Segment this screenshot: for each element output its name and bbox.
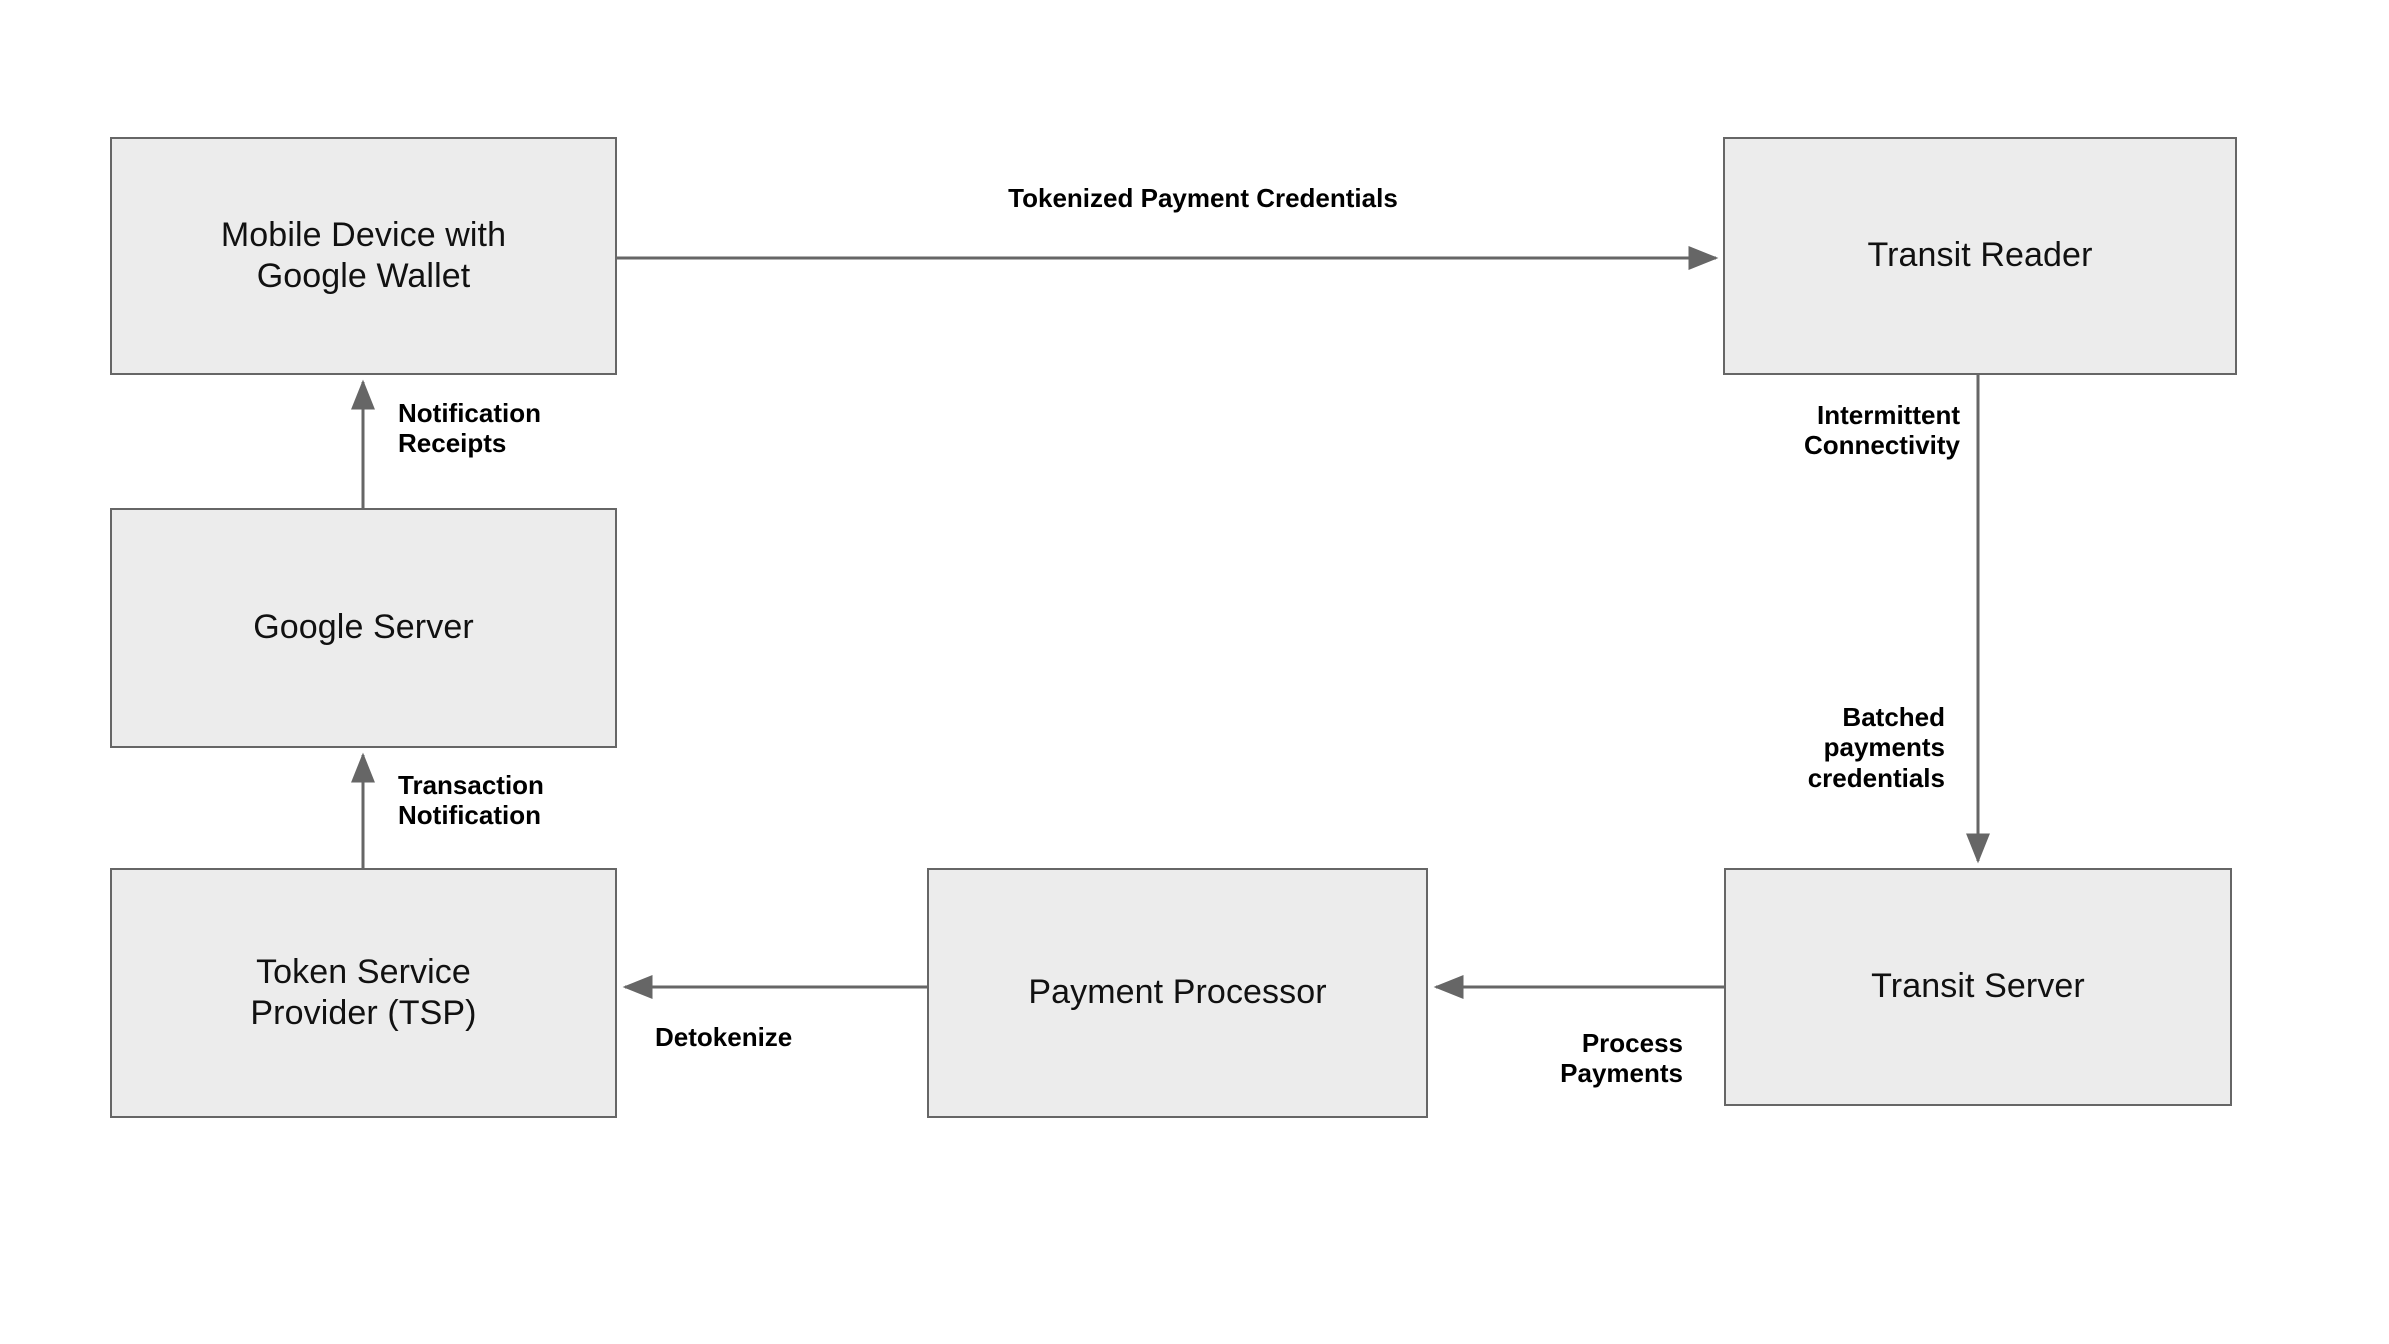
node-label: Transit Server [1871, 967, 2085, 1006]
node-label: Google Server [253, 608, 474, 647]
node-label: Payment Processor [1028, 973, 1327, 1012]
node-payment-processor[interactable]: Payment Processor [927, 868, 1428, 1118]
node-mobile-device-with-google-wallet[interactable]: Mobile Device with Google Wallet [110, 137, 617, 375]
edge-label-process-payments: Process Payments [1560, 1028, 1683, 1089]
edge-label-transaction-notification: Transaction Notification [398, 770, 544, 831]
node-token-service-provider[interactable]: Token Service Provider (TSP) [110, 868, 617, 1118]
node-transit-server[interactable]: Transit Server [1724, 868, 2232, 1106]
node-label: Mobile Device with Google Wallet [220, 215, 507, 295]
edge-label-batched-payments-credentials: Batched payments credentials [1807, 702, 1945, 793]
node-google-server[interactable]: Google Server [110, 508, 617, 748]
edge-label-notification-receipts: Notification Receipts [398, 398, 541, 459]
node-label: Transit Reader [1867, 236, 2093, 275]
edge-label-intermittent-connectivity: Intermittent Connectivity [1803, 400, 1960, 461]
node-label: Token Service Provider (TSP) [250, 952, 477, 1032]
edge-label-tokenized-payment-credentials: Tokenized Payment Credentials [1008, 183, 1398, 213]
edge-label-detokenize: Detokenize [655, 1022, 793, 1052]
node-transit-reader[interactable]: Transit Reader [1723, 137, 2237, 375]
